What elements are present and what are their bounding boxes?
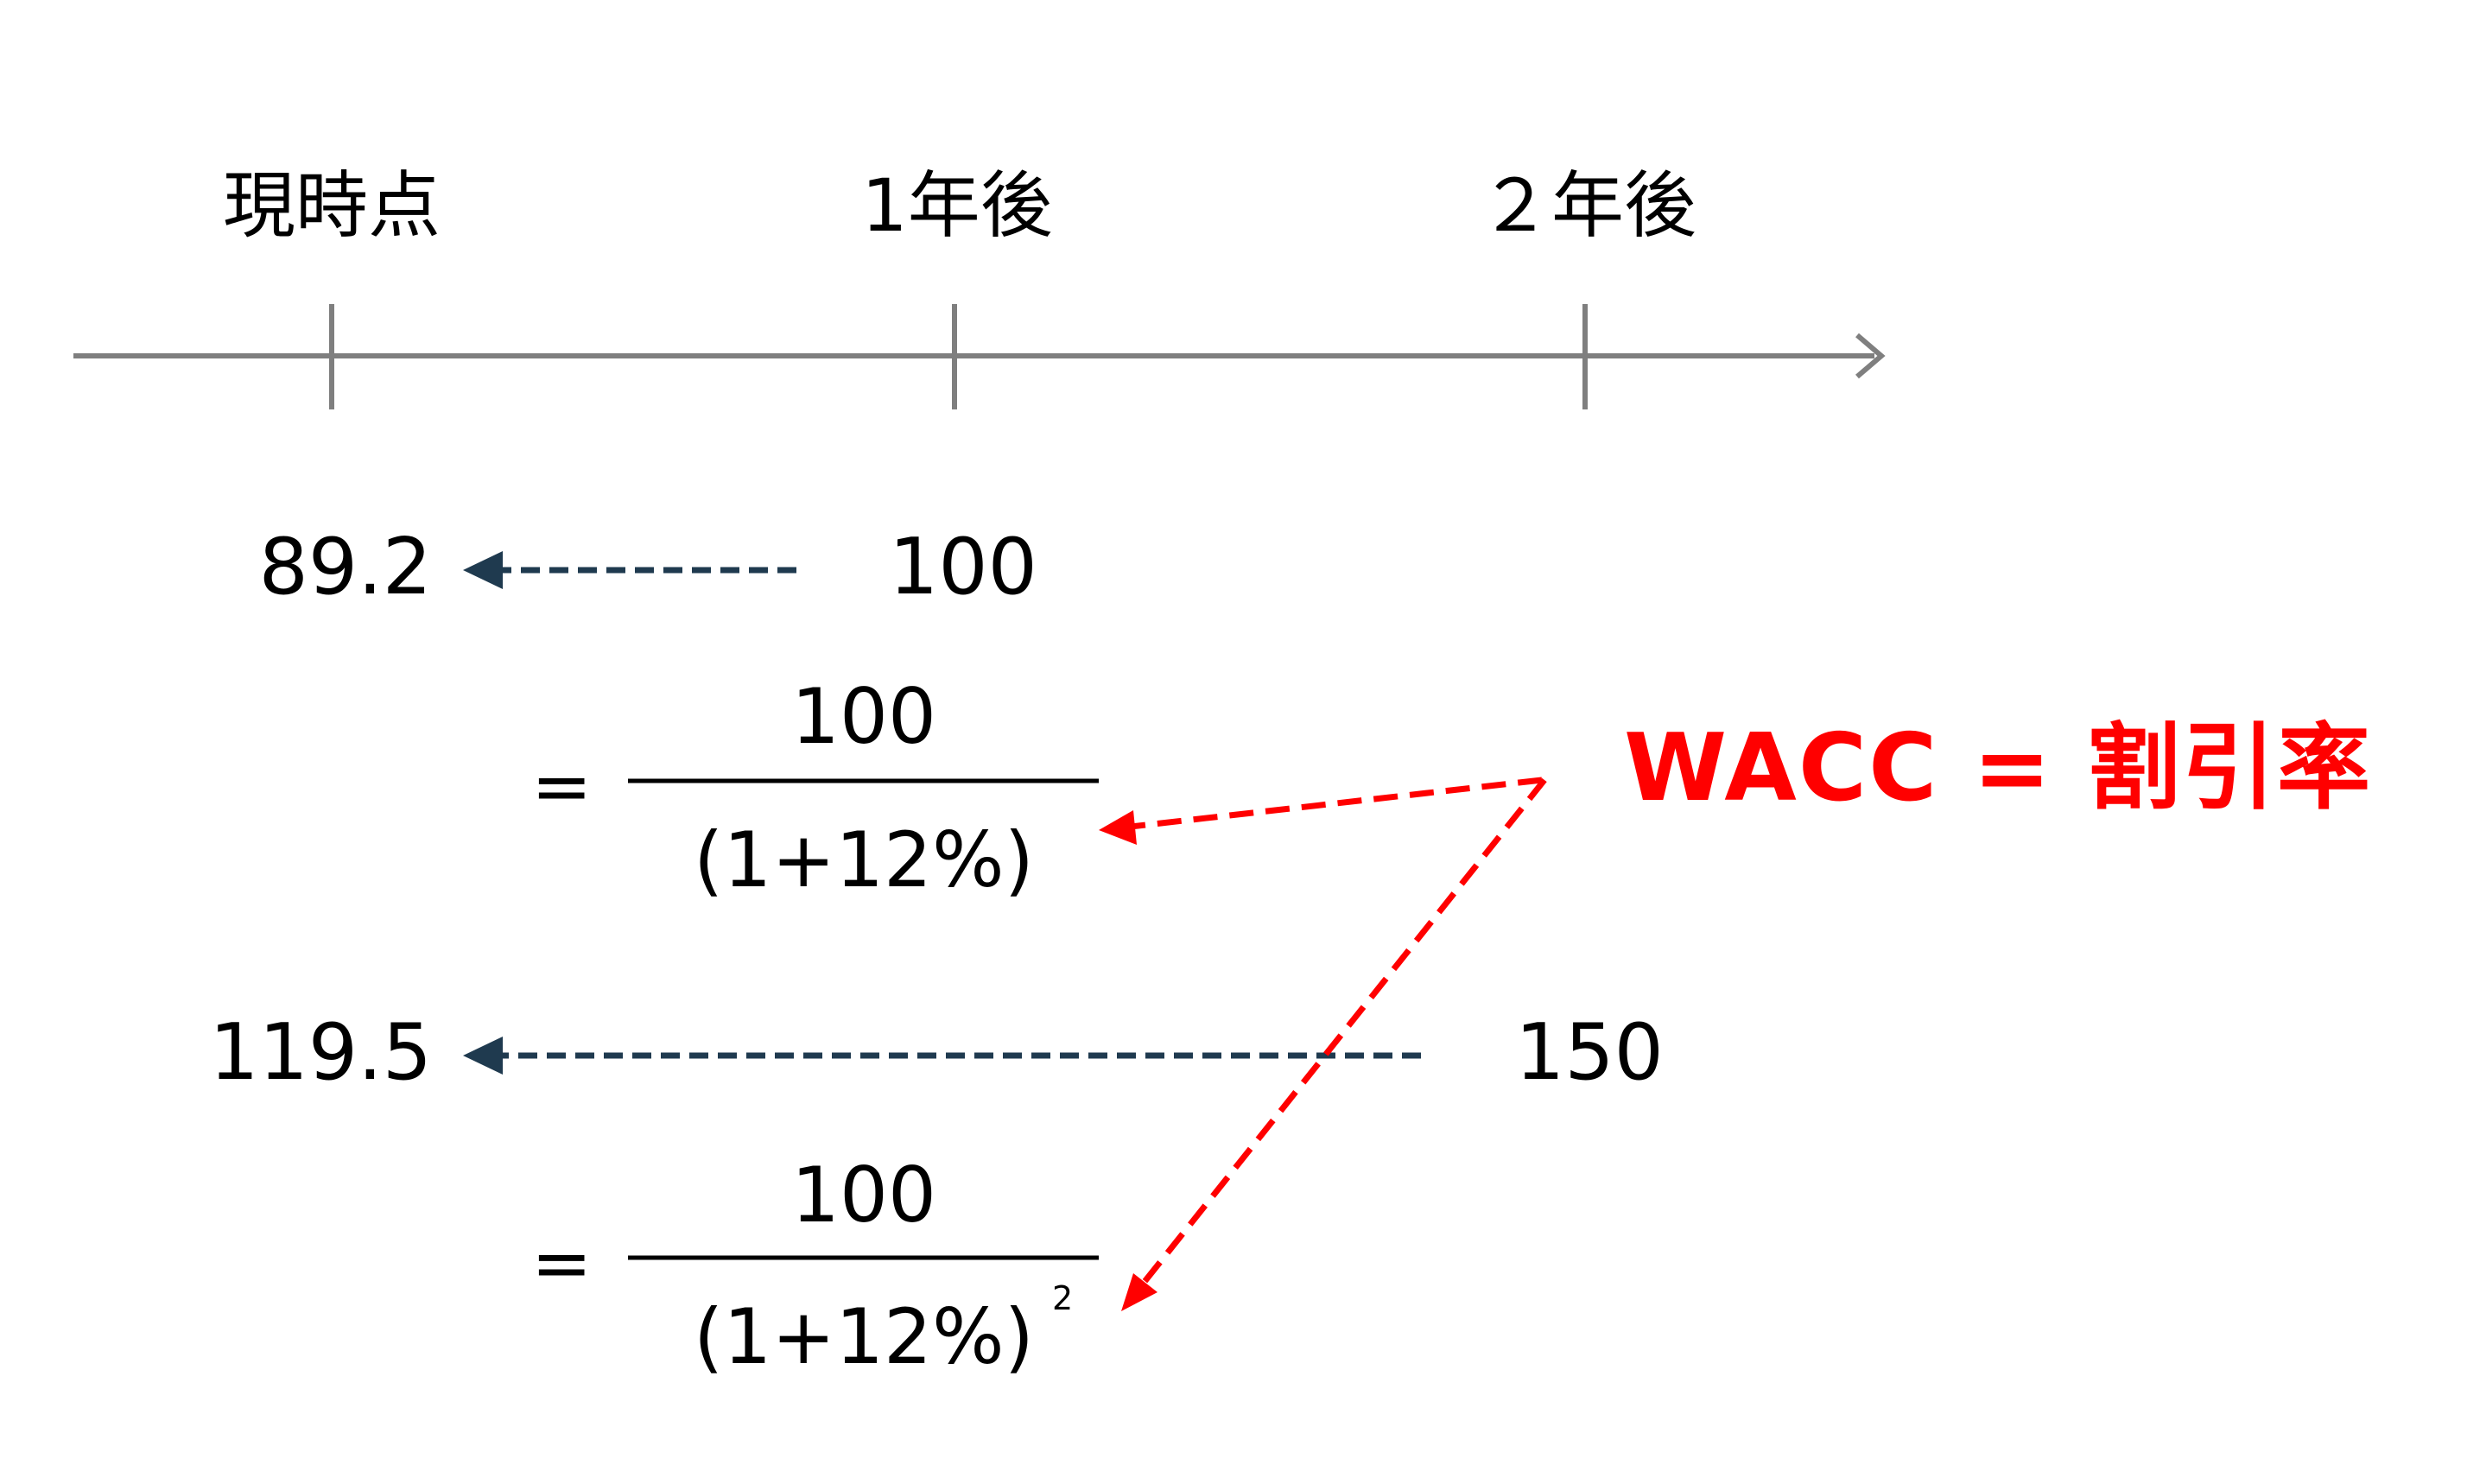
wacc-annotation-label: WACC = 割引率 xyxy=(1624,714,2373,822)
present-value-row1: 89.2 xyxy=(258,522,432,612)
wacc-arrow-to-row1-head xyxy=(1099,810,1137,845)
discount-arrow-row1-head xyxy=(463,551,503,589)
wacc-arrow-to-row2-head xyxy=(1121,1273,1157,1311)
future-value-row2: 150 xyxy=(1515,1007,1664,1098)
wacc-arrow-to-row2 xyxy=(1138,777,1547,1290)
wacc-arrow-to-row1 xyxy=(1122,777,1543,831)
equals-sign-row1: = xyxy=(531,744,593,828)
discount-arrow-row2-head xyxy=(463,1037,503,1075)
denominator-row1: (1+12%) xyxy=(694,815,1034,904)
equals-sign-row2: = xyxy=(531,1221,593,1305)
timeline-axis-arrowhead xyxy=(1855,333,1886,379)
numerator-row2: 100 xyxy=(791,1151,936,1240)
exponent-row2: 2 xyxy=(1052,1279,1074,1317)
denominator-row2: (1+12%) xyxy=(694,1292,1034,1381)
numerator-row1: 100 xyxy=(791,672,936,761)
present-value-row2: 119.5 xyxy=(209,1007,432,1098)
period-label-year1: 1年後 xyxy=(861,163,1053,248)
period-label-now: 現時点 xyxy=(222,163,441,248)
future-value-row1: 100 xyxy=(889,522,1037,612)
period-label-year2: ２年後 xyxy=(1478,163,1697,248)
